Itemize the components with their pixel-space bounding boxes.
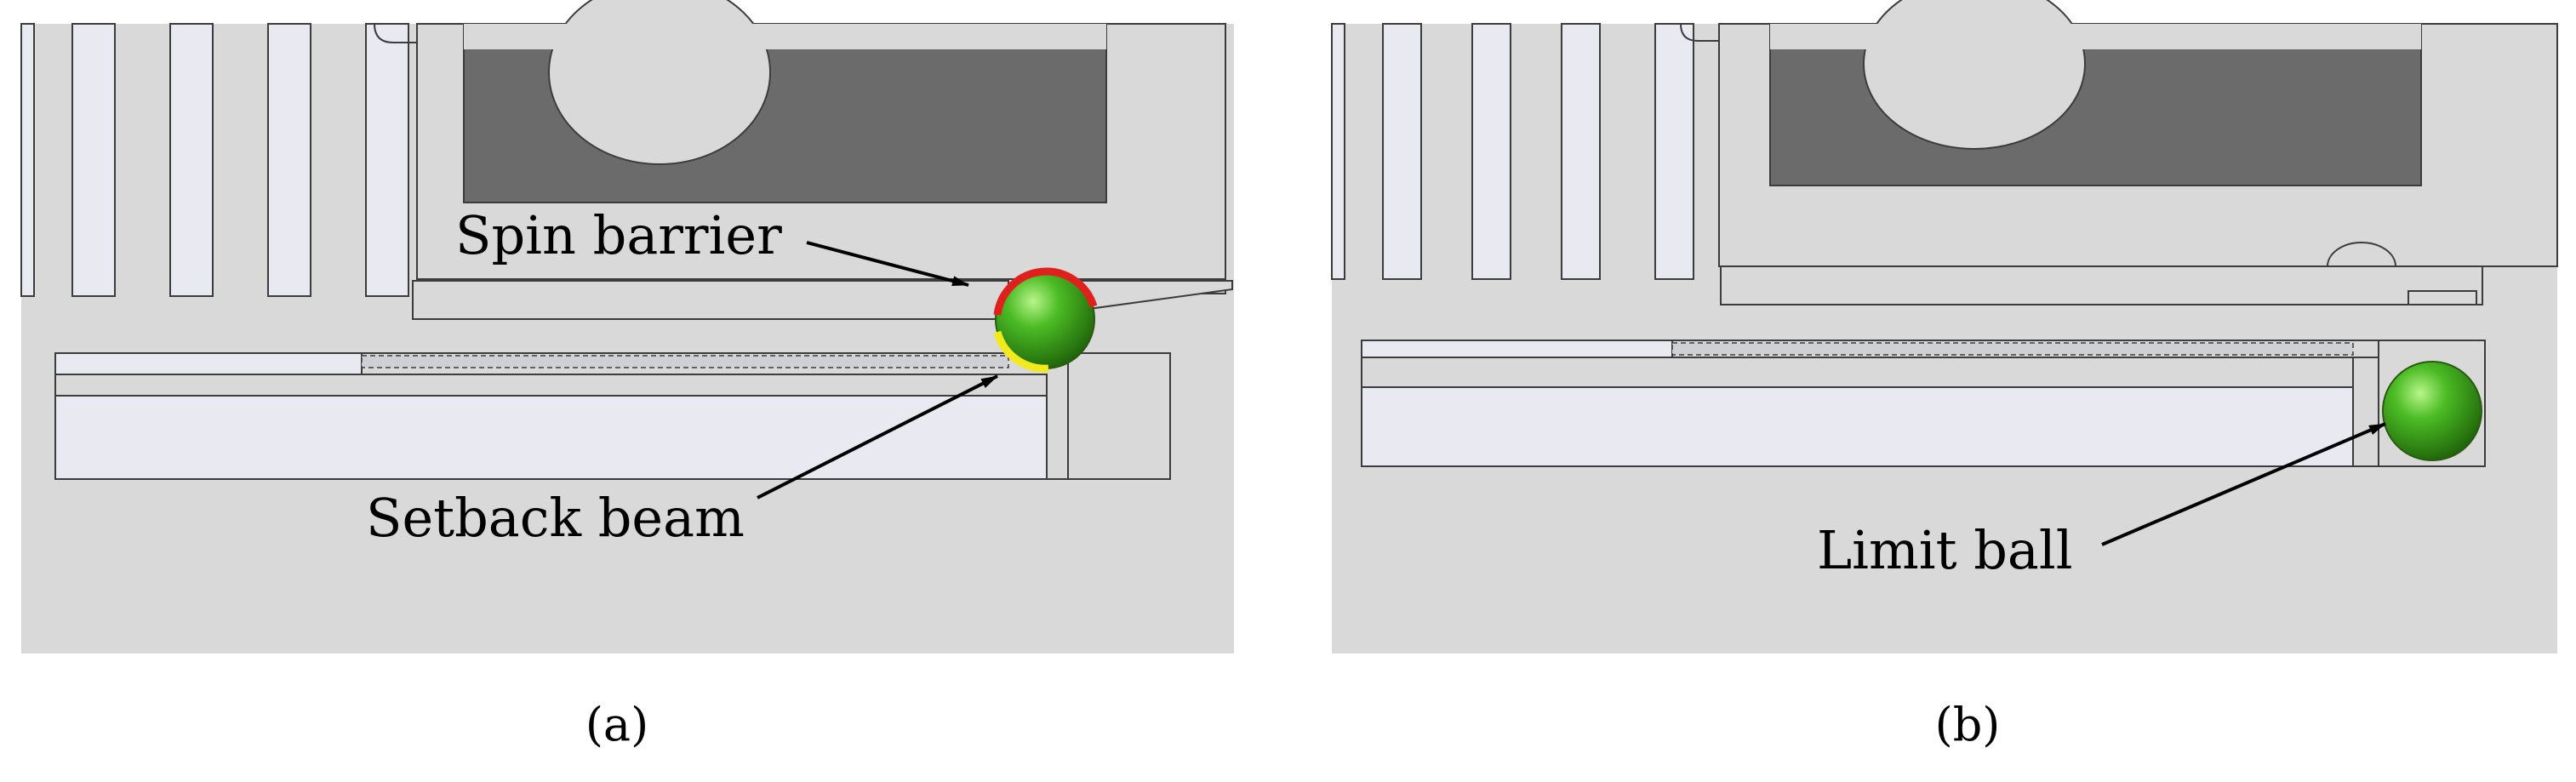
panel-b-ball-pocket — [2378, 340, 2485, 467]
panel-b-left-slot — [1361, 340, 1673, 358]
panel-b-comb-slots — [1331, 23, 1694, 280]
panel-b-upper-bar — [1720, 265, 2483, 305]
panel-a-spin-barrier-bar — [412, 280, 1009, 320]
panel-b-lower-channel — [1361, 386, 2354, 467]
panel-a-bore-top — [464, 24, 1106, 49]
arrow-setback-beam — [757, 374, 998, 499]
sublabel-b: (b) — [1934, 698, 2001, 751]
sublabel-a: (a) — [585, 698, 649, 751]
panel-b: Limit ball — [1331, 0, 2558, 654]
panel-a-serrated-strip — [361, 355, 1009, 368]
panel-b-ball — [2382, 361, 2482, 461]
panel-a: Spin barrier Setback beam — [20, 0, 1234, 654]
panel-b-upper-bar-end — [2408, 290, 2477, 305]
arrow-spin-barrier — [806, 241, 969, 287]
arrow-limit-ball — [2101, 422, 2386, 546]
label-limit-ball: Limit ball — [1817, 519, 2073, 581]
panel-b-notch — [2327, 242, 2396, 267]
panel-a-comb-slots — [20, 23, 409, 297]
label-setback-beam: Setback beam — [366, 487, 745, 549]
label-spin-barrier: Spin barrier — [455, 204, 782, 266]
panel-a-lower-channel — [54, 395, 1048, 480]
panel-b-corner — [1680, 23, 1719, 42]
panel-b-serrated-strip — [1671, 342, 2354, 356]
panel-a-setback-beam — [54, 374, 1048, 397]
panel-b-bore-top — [1770, 24, 2421, 49]
panel-b-beam — [1361, 357, 2354, 388]
panel-a-left-slot — [54, 352, 363, 375]
panel-a-barrier-highlight — [993, 267, 1098, 316]
panel-a-wedge — [1076, 280, 1233, 311]
panel-a-beam-highlight — [993, 330, 1049, 373]
